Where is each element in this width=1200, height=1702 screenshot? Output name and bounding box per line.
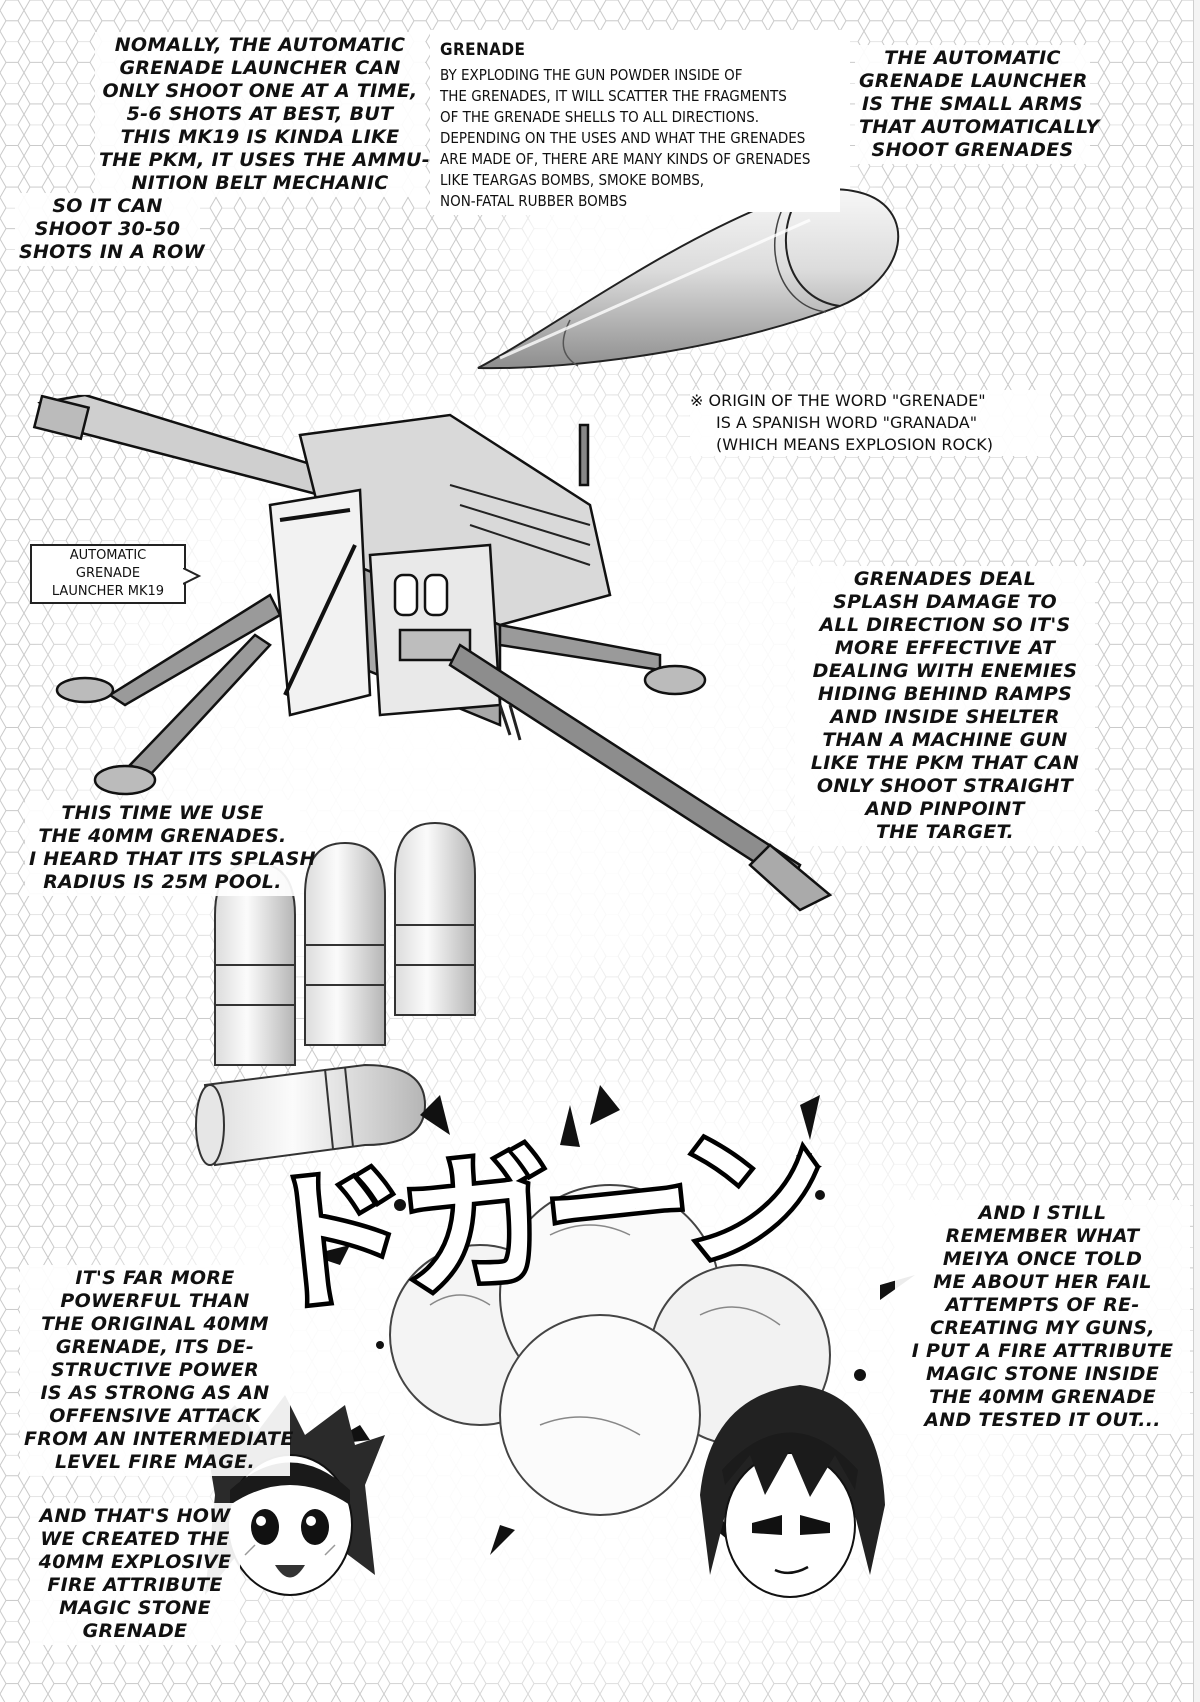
- caption-line: ALL DIRECTION SO IT'S: [819, 614, 1071, 636]
- grenade-info-line: THE GRENADES, IT WILL SCATTER THE FRAGME…: [440, 87, 787, 105]
- caption-line: GRENADE, ITS DE-: [55, 1336, 255, 1358]
- caption-created: AND THAT'S HOW WE CREATED THE 40MM EXPLO…: [30, 1503, 240, 1645]
- grenade-info-line: BY EXPLODING THE GUN POWDER INSIDE OF: [440, 66, 743, 84]
- caption-line: FIRE ATTRIBUTE: [47, 1574, 223, 1596]
- origin-note-line: IS A SPANISH WORD "GRANADA": [716, 413, 978, 432]
- caption-line: SHOOT 30-50: [34, 218, 181, 240]
- label-pointer: [183, 568, 202, 585]
- caption-line: GRENADE LAUNCHER: [859, 70, 1088, 92]
- caption-line: AND TESTED IT OUT...: [924, 1409, 1161, 1431]
- sound-effect-text: ドガーン: [240, 1099, 840, 1340]
- caption-mk19-belt: NOMALLY, THE AUTOMATIC GRENADE LAUNCHER …: [95, 32, 430, 197]
- caption-40mm: THIS TIME WE USE THE 40MM GRENADES. I HE…: [25, 800, 316, 896]
- caption-line: IS AS STRONG AS AN: [40, 1382, 270, 1404]
- caption-line: 5-6 SHOTS AT BEST, BUT: [126, 103, 394, 125]
- caption-line: LEVEL FIRE MAGE.: [55, 1451, 255, 1473]
- caption-line: MAGIC STONE: [59, 1597, 211, 1619]
- caption-line: SHOTS IN A ROW: [19, 241, 205, 263]
- caption-line: THE 40MM GRENADES.: [38, 825, 287, 847]
- caption-line: FROM AN INTERMEDIATE: [24, 1428, 294, 1450]
- caption-line: THE ORIGINAL 40MM: [41, 1313, 269, 1335]
- caption-line: NOMALLY, THE AUTOMATIC: [114, 34, 406, 56]
- caption-line: THAT AUTOMATICALLY: [859, 116, 1100, 138]
- caption-line: I HEARD THAT ITS SPLASH: [29, 848, 316, 870]
- caption-line: STRUCTIVE POWER: [50, 1359, 260, 1381]
- caption-line: THE 40MM GRENADE: [929, 1386, 1156, 1408]
- grenade-info-line: NON-FATAL RUBBER BOMBS: [440, 192, 628, 210]
- grenade-info-line: ARE MADE OF, THERE ARE MANY KINDS OF GRE…: [440, 150, 811, 168]
- caption-line: NITION BELT MECHANIC: [131, 172, 389, 194]
- caption-line: ATTEMPTS OF RE-: [945, 1294, 1140, 1316]
- caption-line: DEALING WITH ENEMIES: [812, 660, 1078, 682]
- mk19-launcher-illustration: [32, 395, 833, 912]
- weapon-label-line: AUTOMATIC: [69, 548, 147, 563]
- caption-line: THE TARGET.: [875, 821, 1015, 843]
- weapon-name-label: AUTOMATIC GRENADE LAUNCHER MK19: [30, 544, 186, 604]
- caption-line: THIS MK19 IS KINDA LIKE: [120, 126, 400, 148]
- caption-line: GRENADES DEAL: [853, 568, 1037, 590]
- caption-line: THAN A MACHINE GUN: [822, 729, 1068, 751]
- caption-shots-in-row: SO IT CAN SHOOT 30-50 SHOTS IN A ROW: [15, 193, 205, 266]
- grenade-info-title: GRENADE: [440, 40, 526, 60]
- caption-line: MEIYA ONCE TOLD: [942, 1248, 1143, 1270]
- caption-line: AND THAT'S HOW: [39, 1505, 231, 1527]
- caption-line: REMEMBER WHAT: [945, 1225, 1140, 1247]
- caption-line: ME ABOUT HER FAIL: [933, 1271, 1152, 1293]
- 40mm-grenade-rounds-illustration: [195, 821, 476, 1167]
- caption-line: WE CREATED THE: [40, 1528, 230, 1550]
- grenade-info-line: DEPENDING ON THE USES AND WHAT THE GRENA…: [440, 129, 806, 147]
- caption-line: SO IT CAN: [52, 195, 163, 217]
- page-edge: [1193, 0, 1200, 1702]
- caption-line: I PUT A FIRE ATTRIBUTE: [911, 1340, 1174, 1362]
- sfx-glyphs: ドガーン: [252, 1120, 828, 1310]
- grenade-info-line: LIKE TEARGAS BOMBS, SMOKE BOMBS,: [440, 171, 705, 189]
- origin-note-line: ※ ORIGIN OF THE WORD "GRENADE": [690, 391, 986, 410]
- caption-line: THIS TIME WE USE: [61, 802, 264, 824]
- caption-line: GRENADE LAUNCHER CAN: [119, 57, 401, 79]
- caption-line: LIKE THE PKM THAT CAN: [810, 752, 1080, 774]
- caption-line: IS THE SMALL ARMS: [862, 93, 1083, 115]
- character-boy-right: [700, 1385, 885, 1598]
- explosion-burst-illustration: [310, 1085, 915, 1555]
- caption-splash-damage: GRENADES DEAL SPLASH DAMAGE TO ALL DIREC…: [795, 566, 1095, 846]
- caption-line: AND I STILL: [978, 1202, 1107, 1224]
- weapon-label-line: GRENADE: [75, 566, 141, 581]
- caption-line: THE AUTOMATIC: [884, 47, 1061, 69]
- caption-meiya: AND I STILL REMEMBER WHAT MEIYA ONCE TOL…: [895, 1200, 1190, 1434]
- caption-line: MORE EFFECTIVE AT: [834, 637, 1056, 659]
- caption-line: 40MM EXPLOSIVE: [38, 1551, 232, 1573]
- origin-note: ※ ORIGIN OF THE WORD "GRENADE" IS A SPAN…: [690, 390, 1050, 456]
- caption-line: IT'S FAR MORE: [75, 1267, 235, 1289]
- caption-line: RADIUS IS 25M POOL.: [43, 871, 282, 893]
- caption-line: OFFENSIVE ATTACK: [49, 1405, 261, 1427]
- caption-line: ONLY SHOOT ONE AT A TIME,: [102, 80, 418, 102]
- caption-line: POWERFUL THAN: [60, 1290, 250, 1312]
- caption-definition: THE AUTOMATIC GRENADE LAUNCHER IS THE SM…: [855, 45, 1100, 164]
- caption-line: AND PINPOINT: [865, 798, 1025, 820]
- grenade-info-line: OF THE GRENADE SHELLS TO ALL DIRECTIONS.: [440, 108, 760, 126]
- origin-note-line: (WHICH MEANS EXPLOSION ROCK): [716, 435, 993, 454]
- caption-line: CREATING MY GUNS,: [930, 1317, 1155, 1339]
- caption-line: AND INSIDE SHELTER: [830, 706, 1060, 728]
- caption-line: MAGIC STONE INSIDE: [925, 1363, 1159, 1385]
- caption-line: THE PKM, IT USES THE AMMU-: [99, 149, 430, 171]
- grenade-info-block: GRENADE BY EXPLODING THE GUN POWDER INSI…: [440, 40, 840, 212]
- caption-line: HIDING BEHIND RAMPS: [817, 683, 1073, 705]
- caption-line: ONLY SHOOT STRAIGHT: [816, 775, 1074, 797]
- caption-line: SHOOT GRENADES: [871, 139, 1074, 161]
- caption-line: GRENADE: [82, 1620, 188, 1642]
- caption-powerful: IT'S FAR MORE POWERFUL THAN THE ORIGINAL…: [20, 1265, 294, 1476]
- weapon-label-line: LAUNCHER MK19: [51, 584, 165, 599]
- caption-line: SPLASH DAMAGE TO: [833, 591, 1057, 613]
